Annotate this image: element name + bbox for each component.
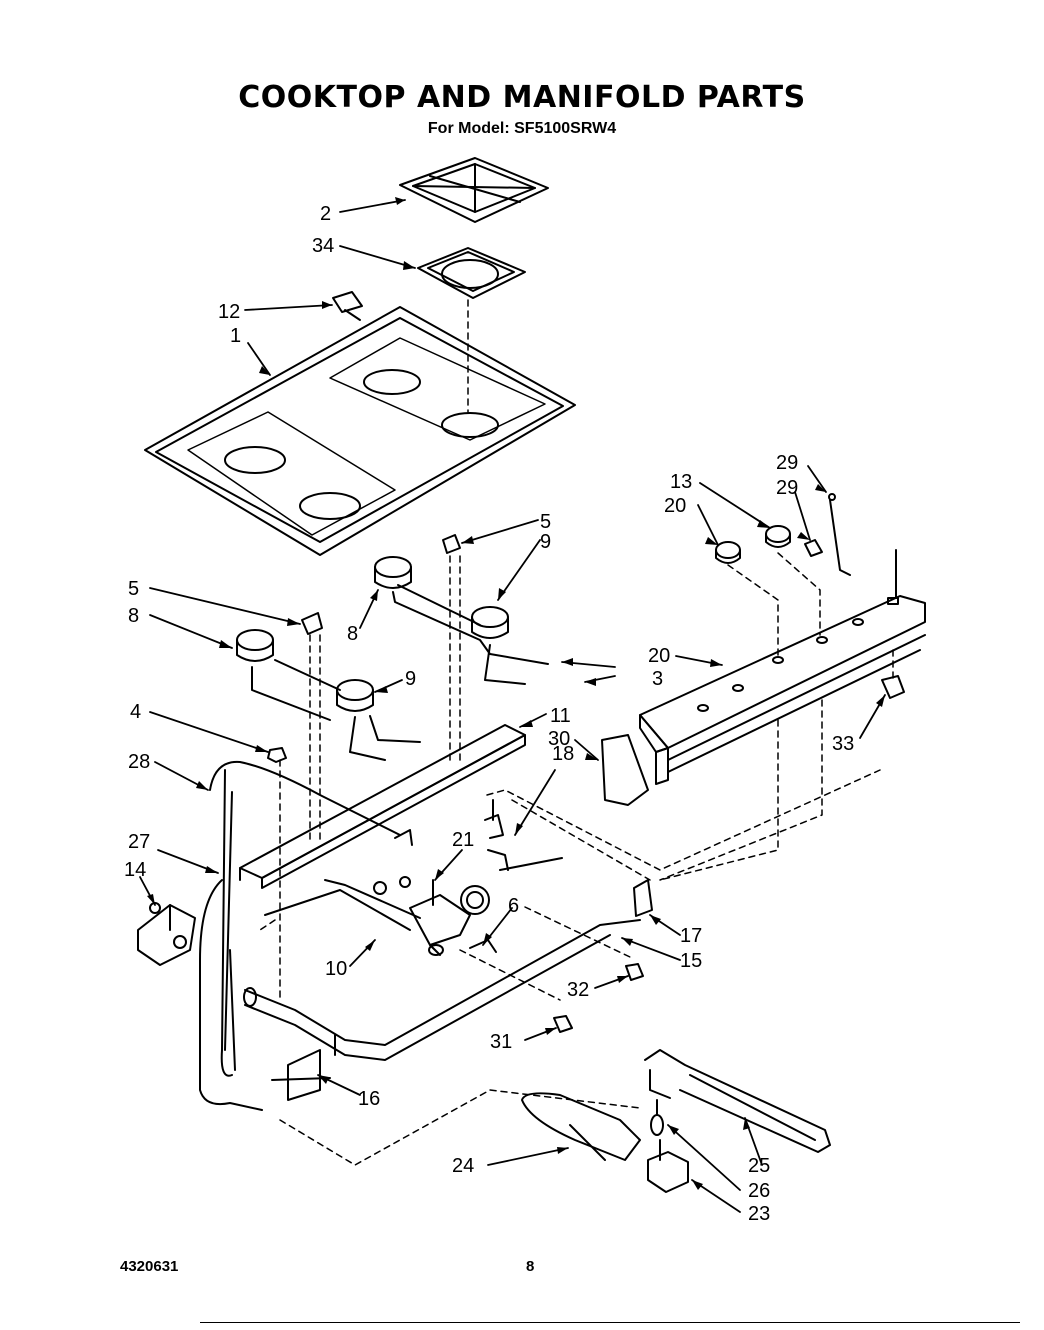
screw-33 [553,1015,573,1033]
callout-7: 11 [550,705,571,727]
page-title: COOKTOP AND MANIFOLD PARTS [238,80,806,115]
callout-20: 20 [664,495,686,517]
document-part-number: 4320631 [120,1258,179,1275]
callout-13: 14 [124,859,146,881]
gas-valve [137,902,196,966]
callout-3: 3 [652,668,663,690]
callout-33: 31 [490,1031,512,1053]
callout-1: 1 [230,325,241,347]
front-burner-assembly [236,629,421,761]
callout-21: 21 [452,829,474,851]
callout-12: 12 [218,301,240,323]
knob-11 [765,525,791,548]
callout-4: 4 [130,701,141,723]
callout-5-front: 5 [128,578,139,600]
model-subtitle: For Model: SF5100SRW4 [427,120,617,137]
callout-28: 29 [776,477,798,499]
igniter-25 [650,1099,664,1136]
callout-31: 33 [832,733,854,755]
callout-17: 16 [358,1088,380,1110]
cooktop-frame [144,306,576,556]
burner-support-bracket [239,724,526,889]
callout-11: 13 [670,471,692,493]
callout-2: 2 [320,203,331,225]
callout-6: 6 [508,895,519,917]
callout-18: 17 [680,925,702,947]
manifold-pipe [243,919,641,1061]
callout-24: 25 [748,1155,770,1177]
callout-22: 23 [748,1203,770,1225]
gas-tube [209,760,401,836]
part-28 [804,539,823,557]
callout-9-rear: 9 [540,531,551,553]
burner-bowl [417,247,526,299]
callout-9-front: 9 [405,668,416,690]
burner-grate [399,157,549,223]
callout-5-rear: 5 [540,511,551,533]
knob-20 [715,541,741,564]
bottom-rule [200,1322,1020,1323]
callout-30: 30 [548,728,570,750]
callout-16: 18 [552,743,574,765]
callout-14: 15 [680,950,702,972]
callout-32: 34 [312,235,334,257]
spark-module-area [264,799,563,956]
callout-15: 20 [648,645,670,667]
clip-rear [442,534,461,554]
callout-23: 24 [452,1155,474,1177]
rear-burner-assembly [374,556,549,685]
callout-29: 29 [776,452,798,474]
callout-25: 26 [748,1180,770,1202]
page-number: 8 [526,1258,535,1275]
callout-27: 28 [128,751,150,773]
clip-front [301,612,323,635]
callout-8-rear: 8 [347,623,358,645]
part-31 [881,675,905,699]
oven-burner [644,1049,831,1153]
oven-bracket [521,1092,641,1161]
callout-26: 27 [128,831,150,853]
screw-34 [625,963,644,981]
callout-10: 10 [325,958,347,980]
control-manifold [639,549,926,785]
oven-safety-valve [647,1139,689,1193]
part-30 [601,734,649,806]
callout-8-front: 8 [128,605,139,627]
wire-29 [829,499,851,576]
manifold-bracket [287,1049,321,1101]
pipe-bracket [633,879,653,917]
callout-34: 32 [567,979,589,1001]
cooktop-bracket [332,291,363,321]
hex-nut [267,747,287,763]
